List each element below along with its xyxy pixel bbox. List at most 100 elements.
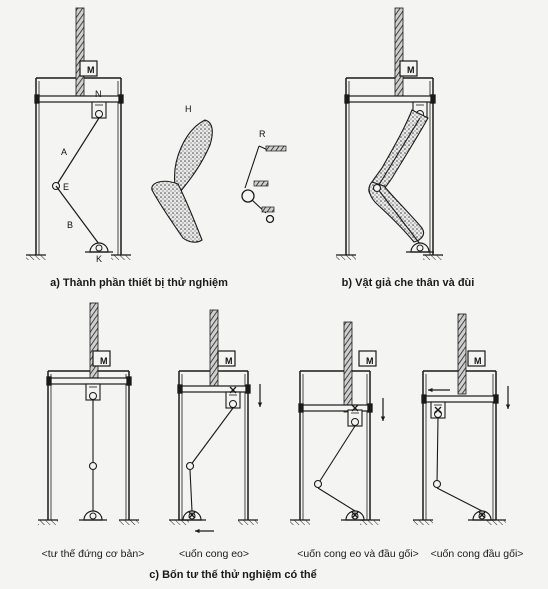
- fig-c3-crossbar-end-r: [367, 403, 373, 413]
- fig-c1-motor-box: [92, 350, 111, 367]
- fig-c3-hip-x-mark-b: [351, 404, 359, 412]
- fig-c4-crossbar-end-l: [421, 394, 427, 404]
- fig-b-crossbar: [347, 95, 433, 103]
- fig-c2-crossbar-end-l: [177, 384, 183, 394]
- fig-c2-shin-link: [189, 469, 193, 512]
- label-h: H: [185, 104, 192, 114]
- fig-c4-motor-box: [467, 350, 486, 367]
- caption-pose-4: <uốn cong đầu gối>: [430, 548, 524, 560]
- fig-c2-hip-x-mark-b: [229, 386, 237, 394]
- fig-b-dummy-shin: [368, 181, 425, 243]
- fig-a-thigh-link: [55, 117, 100, 187]
- fig-c1-crossbar-end-l: [46, 376, 52, 386]
- fig-c2-ground-hatch-0: [169, 520, 189, 525]
- fig-a-shin-link: [55, 185, 100, 245]
- fig-a-r-mid-bar: [253, 180, 269, 187]
- fig-a-r-knee: [241, 189, 255, 203]
- label-n: N: [95, 89, 102, 99]
- fig-a-screw-rod: [75, 7, 85, 97]
- fig-c3-ground-hatch-0: [290, 520, 310, 525]
- fig-b-ground-hatch-0: [336, 255, 356, 260]
- label-r: R: [259, 129, 266, 139]
- fig-b-shin-link: [376, 187, 421, 245]
- label-a: A: [61, 147, 67, 157]
- label-b: B: [67, 220, 73, 230]
- fig-c2-foot-x-mark-b: [188, 511, 196, 519]
- label-m-c4: M: [474, 356, 482, 366]
- fig-b-crossbar-end-r: [430, 94, 436, 104]
- fig-c1-crossbar-end-r: [126, 376, 132, 386]
- fig-a-r-lower-bar: [261, 206, 275, 213]
- fig-a-r-foot: [265, 214, 275, 224]
- fig-c1-crossbar: [49, 377, 129, 385]
- label-m-c2: M: [225, 356, 233, 366]
- fig-b-thigh-link: [376, 117, 421, 189]
- fig-c4-ankle-pin: [478, 512, 486, 520]
- fig-b-motor-box: [399, 60, 418, 77]
- fig-c4-hip-x-mark-b: [434, 406, 442, 414]
- fig-c4-crossbar-end-r: [493, 394, 499, 404]
- fig-c4-foot-x-mark-b: [478, 511, 486, 519]
- caption-b: b) Vật giả che thân và đùi: [341, 277, 475, 289]
- fig-c4-left-arrow-head: [428, 387, 433, 393]
- fig-a-r-upper-bar: [265, 145, 287, 152]
- fig-c1-hip-pin: [89, 392, 97, 400]
- fig-a-crossbar: [37, 95, 121, 103]
- fig-c3-ground-hatch-1: [360, 520, 380, 525]
- fig-c2-left-arrow-head: [195, 528, 200, 534]
- fig-c3-ankle-pin: [351, 512, 359, 520]
- fig-c1-ankle-pin: [89, 512, 97, 520]
- caption-pose-1: <tư thế đứng cơ bản>: [41, 548, 145, 560]
- fig-c2-ground-hatch-1: [238, 520, 258, 525]
- fig-a-ground-hatch-1: [111, 255, 131, 260]
- fig-b-ankle-pin: [416, 244, 424, 252]
- caption-a: a) Thành phần thiết bị thử nghiệm: [50, 277, 228, 289]
- labels-group: M N A E B K H R M M M M M: [61, 65, 482, 366]
- fig-c2-ankle-pin: [188, 512, 196, 520]
- fig-c4-shin-link: [436, 487, 483, 512]
- fig-c4-thigh-link: [436, 417, 439, 485]
- fig-a-r-link: [244, 145, 260, 189]
- fig-c2-crossbar: [180, 385, 248, 393]
- fig-c3-motor-box: [358, 350, 377, 367]
- fig-c3-hip-pin: [351, 418, 359, 426]
- fig-c4-down-arrow-head: [505, 404, 511, 409]
- fig-c1-ground-hatch-0: [38, 520, 58, 525]
- fig-b-ground-hatch-1: [423, 255, 443, 260]
- fig-c3-thigh-link: [317, 425, 356, 485]
- fig-c4-knee-joint: [432, 479, 442, 489]
- fig-c2-motor-box: [217, 350, 236, 367]
- label-e: E: [63, 182, 69, 192]
- fig-a-hip-pin: [95, 110, 103, 118]
- fig-a-dummy-shin: [151, 180, 203, 243]
- label-m-c3: M: [366, 356, 374, 366]
- fig-c2-hip-pin: [229, 400, 237, 408]
- fig-c4-ground-hatch-1: [486, 520, 506, 525]
- fig-a-ankle-pin: [95, 244, 103, 252]
- fig-a-motor-box: [79, 60, 98, 77]
- fig-a-crossbar-end-l: [34, 94, 40, 104]
- fig-c2-screw-rod: [209, 309, 219, 391]
- fig-c3-foot-x-mark-b: [351, 511, 359, 519]
- fig-c3-screw-rod: [343, 321, 353, 413]
- fig-c2-down-arrow-head: [257, 402, 263, 407]
- label-m-b: M: [407, 65, 415, 75]
- caption-c: c) Bốn tư thế thử nghiệm có thể: [149, 569, 317, 581]
- fig-c3-shin-link: [317, 487, 356, 512]
- fig-c3-down-arrow-head: [380, 416, 386, 421]
- fig-c1-knee-joint: [88, 461, 98, 471]
- fig-a-crossbar-end-r: [118, 94, 124, 104]
- fig-b-screw-rod: [394, 7, 404, 97]
- fig-c3-knee-joint: [313, 479, 323, 489]
- label-k: K: [96, 254, 102, 264]
- fig-b-crossbar-end-l: [344, 94, 350, 104]
- fig-a-ground-hatch-0: [26, 255, 46, 260]
- fig-c2-crossbar-end-r: [245, 384, 251, 394]
- fig-c2-knee-joint: [185, 461, 195, 471]
- fig-c3-crossbar-end-l: [298, 403, 304, 413]
- caption-pose-2: <uốn cong eo>: [178, 548, 250, 560]
- fig-c4-screw-rod: [457, 313, 467, 395]
- label-m-a: M: [87, 65, 95, 75]
